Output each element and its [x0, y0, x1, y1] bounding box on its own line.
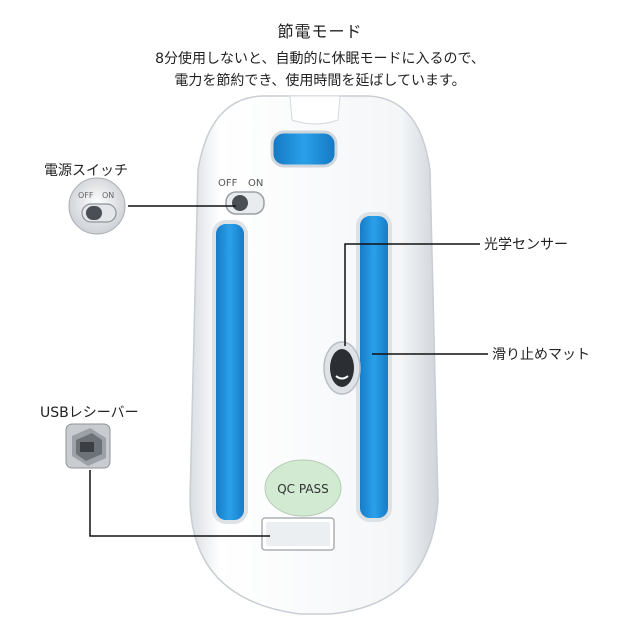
qc-pass-text: QC PASS [277, 482, 329, 496]
right-slip-strip [358, 214, 390, 520]
switch-on-mark: ON [248, 178, 263, 189]
mouse-top-notch [290, 96, 340, 124]
label-usb-receiver: USBレシーバー [40, 402, 139, 422]
left-slip-strip [214, 222, 246, 522]
label-anti-slip-mat: 滑り止めマット [492, 344, 590, 364]
label-power-switch: 電源スイッチ [44, 160, 128, 180]
switch-off-mark: OFF [218, 178, 238, 189]
label-optical-sensor: 光学センサー [484, 234, 568, 254]
top-pad [272, 132, 336, 166]
optical-sensor-lens [330, 349, 354, 387]
detail-on-mark: ON [102, 191, 114, 200]
usb-receiver-icon [66, 424, 110, 468]
detail-off-mark: OFF [78, 191, 94, 200]
power-switch-knob [232, 195, 248, 211]
